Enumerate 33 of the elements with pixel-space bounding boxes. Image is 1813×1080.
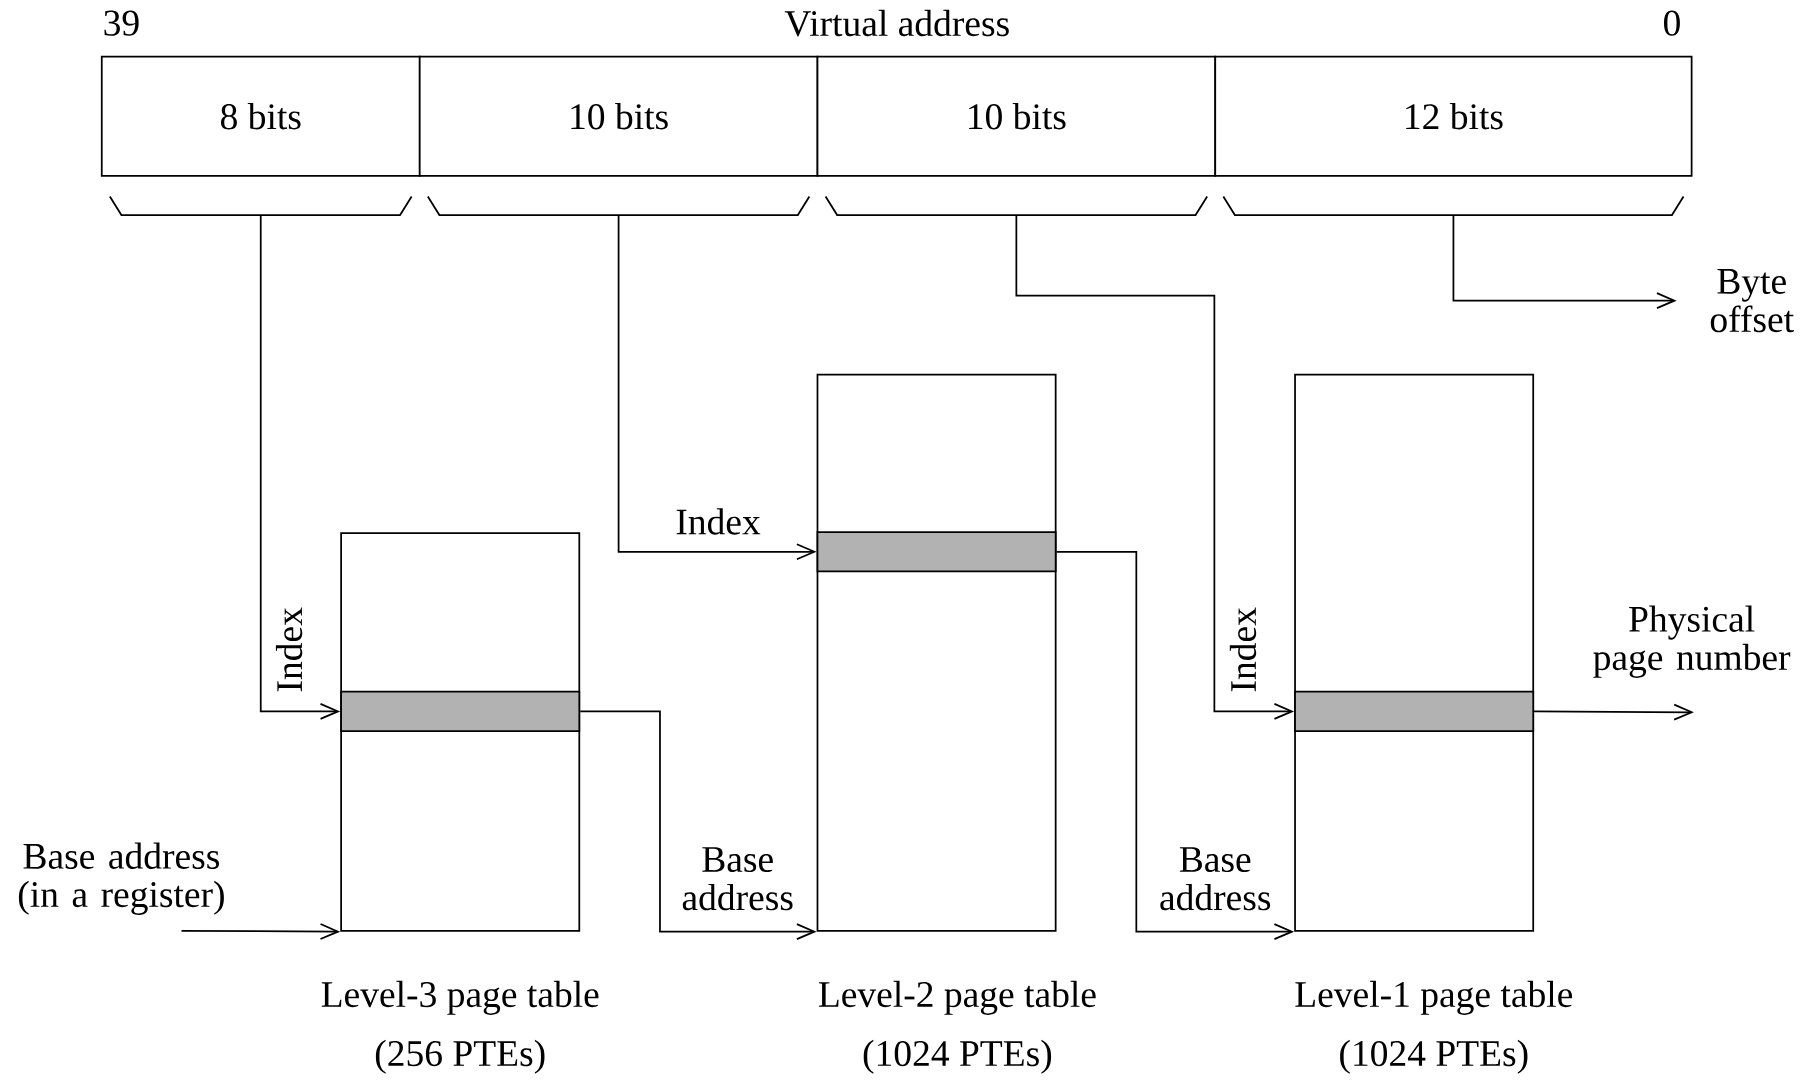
node-label: (1024 PTEs) bbox=[863, 1039, 1052, 1074]
arrow bbox=[180, 923, 341, 940]
bit-field: 12 bits bbox=[1214, 55, 1693, 177]
bit-field: 8 bits bbox=[100, 55, 421, 177]
arrow bbox=[1015, 215, 1295, 720]
arrow bbox=[579, 710, 817, 941]
address-title: Virtual address bbox=[784, 9, 1009, 37]
page-table: Level-3 page table (256 PTEs) bbox=[321, 532, 599, 1074]
bit-field: 10 bits bbox=[418, 55, 819, 177]
node-label: Level-3 page table bbox=[321, 980, 599, 1015]
arrow bbox=[617, 215, 817, 561]
page-table: Level-1 page table (1024 PTEs) bbox=[1294, 373, 1573, 1074]
edge-label: Base address bbox=[671, 844, 804, 913]
table-entry bbox=[340, 690, 581, 732]
arrow bbox=[1055, 550, 1295, 941]
output-label: Physical page number bbox=[1593, 605, 1791, 678]
node-label: (256 PTEs) bbox=[375, 1039, 545, 1074]
node-label: Level-2 page table bbox=[818, 980, 1096, 1015]
bit-field: 10 bits bbox=[816, 55, 1217, 177]
node-label: Level-1 page table bbox=[1295, 980, 1573, 1015]
input-label: Base address (in a register) bbox=[18, 842, 224, 915]
arrow bbox=[1533, 703, 1694, 721]
arrow bbox=[1452, 215, 1677, 310]
edge-label: Index bbox=[672, 505, 764, 538]
output-label: Byte offset bbox=[1710, 269, 1794, 333]
edge-label: Index bbox=[1227, 604, 1259, 696]
table-entry bbox=[1294, 690, 1535, 732]
edge-label: Base address bbox=[1149, 844, 1282, 913]
node-label: (1024 PTEs) bbox=[1340, 1039, 1528, 1074]
edge-label: Index bbox=[273, 604, 305, 696]
page-table: Level-2 page table (1024 PTEs) bbox=[816, 373, 1096, 1074]
arrow bbox=[259, 215, 341, 720]
table-entry bbox=[816, 531, 1057, 573]
